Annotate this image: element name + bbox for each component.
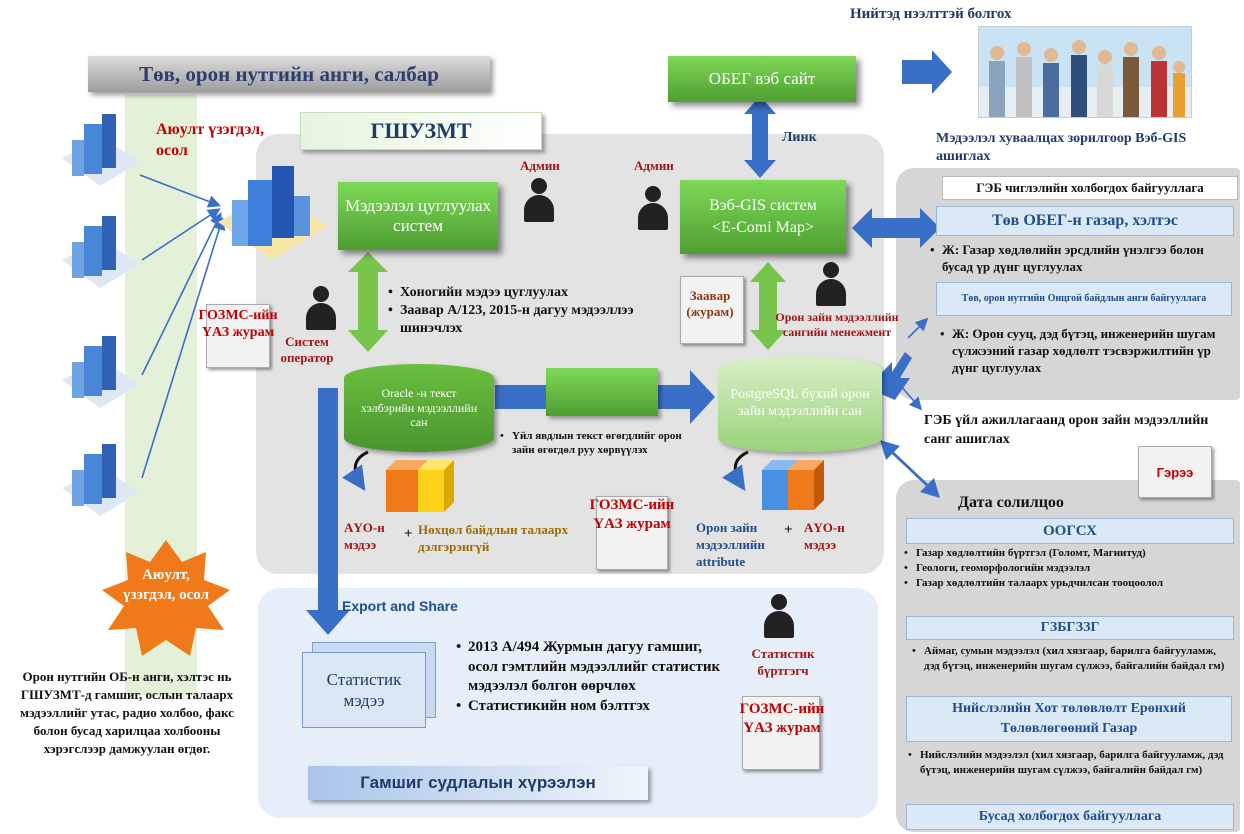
capital-bullet-item: Нийслэлийн мэдээлэл (хил хязгаар, барилг… — [908, 748, 1232, 778]
left-banner-text: Төв, орон нутгийн анги, салбар — [139, 61, 439, 86]
gis-org-title: ГЭБ чиглэлийн холбогдох байгууллага — [942, 176, 1238, 200]
ayo-news-1: АҮО-н мэдээ — [344, 520, 385, 552]
gshuzmt-title-text: ГШУЗМТ — [370, 118, 472, 143]
accident-label: Аюулт үзэгдэл, осол — [156, 121, 265, 159]
building-icon — [62, 110, 140, 186]
local-bullet-item: Ж: Орон сууц, дэд бүтэц, инженерийн шуга… — [940, 326, 1234, 377]
obeg-website-text: ОБЕГ вэб сайт — [708, 69, 816, 88]
central-bullet-item: Ж: Газар хөдлөлийн эрсдлийн үнэлгээ боло… — [930, 242, 1230, 276]
oogsx-bullet-item: Геологи, геоморфологийн мэдээлэл — [904, 561, 1234, 576]
cube-icon — [386, 460, 454, 512]
contract-text: Гэрээ — [1156, 464, 1194, 480]
central-bullets: Ж: Газар хөдлөлийн эрсдлийн үнэлгээ боло… — [930, 242, 1230, 276]
procedure-doc-icon — [742, 696, 820, 770]
cube-icon — [762, 460, 824, 510]
plus-sign-2: + — [784, 522, 793, 538]
collection-bullet-item: Хоногийн мэдээ цуглуулах — [388, 284, 638, 302]
building-icon — [62, 212, 140, 288]
gis-org-title-text: ГЭБ чиглэлийн холбогдох байгууллага — [976, 180, 1204, 195]
other-orgs-text: Бусад холбогдох байгууллага — [978, 809, 1162, 824]
procedure-doc-icon — [206, 304, 270, 368]
oogsx-bullet-item: Газар хөдлөлтийн бүртгэл (Голомт, Магнит… — [904, 546, 1234, 561]
conversion-green-box — [546, 368, 658, 416]
disaster-burst-text: Аюулт, үзэгдэл, осол — [122, 567, 210, 603]
bottom-left-description: Орон нутгийн ОБ-н анги, хэлтэс нь ГШУЗМТ… — [20, 669, 234, 756]
central-obeg-text: Төв ОБЕГ-н газар, хэлтэс — [992, 212, 1178, 229]
gis-activity-label: ГЭБ үйл ажиллагаанд орон зайн мэдээллийн… — [924, 413, 1209, 447]
contract-doc-icon: Гэрээ — [1138, 446, 1212, 498]
postgres-db-text: PostgreSQL бүхий орон зайн мэдээллийн са… — [730, 387, 870, 419]
burst-shape — [102, 540, 230, 656]
web-gis-share-label: Мэдээлэл хуваалцах зорилгоор Вэб-GIS аши… — [936, 131, 1187, 164]
conversion-text: Үйл явдлын текст өгөгдлийг орон зайн өгө… — [500, 430, 700, 458]
spatial-attribute: Орон зайн мэдээллийн attribute — [696, 520, 765, 569]
operator-person-icon — [306, 286, 336, 330]
gozms-procedure-1: ГОЗМС-ийн ҮАЗ журам — [198, 308, 278, 340]
admin-person-icon — [638, 186, 668, 230]
collection-system-text: Мэдээлэл цуглуулах систем — [344, 195, 492, 235]
local-units-title: Төв, орон нутгийн Онцгой байдлын анги ба… — [936, 282, 1232, 316]
admin-label-2: Админ — [634, 158, 674, 173]
local-bullets: Ж: Орон сууц, дэд бүтэц, инженерийн шуга… — [940, 326, 1234, 377]
capital-planning-title: Нийслэлийн Хот төлөвлөлт Ерөнхий Төлөвлө… — [906, 696, 1232, 742]
capital-planning-text: Нийслэлийн Хот төлөвлөлт Ерөнхий Төлөвлө… — [952, 701, 1186, 736]
collection-bullet-item: Заавар А/123, 2015-н дагуу мэдээллээ шин… — [388, 302, 638, 338]
people-photo — [978, 26, 1192, 118]
webgis-system-line1: Вэб-GIS систем — [709, 197, 817, 215]
gzbgzzg-title: ГЗБГЗЗГ — [906, 616, 1234, 640]
building-icon — [62, 440, 140, 516]
research-center-banner: Гамшиг судлалын хүрээлэн — [308, 766, 648, 800]
export-share-label: Export and Share — [342, 598, 458, 614]
gshuzmt-title: ГШУЗМТ — [300, 112, 542, 150]
ayo-news-2: АҮО-н мэдээ — [804, 520, 845, 552]
webgis-system-line2: <E-Comi Map> — [711, 219, 815, 236]
admin-label-1: Админ — [520, 158, 560, 173]
postgres-db-cylinder[interactable]: PostgreSQL бүхий орон зайн мэдээллийн са… — [718, 356, 882, 452]
situation-details: Нөхцөл байдлын талаарх дэлгэрэнгүй — [418, 522, 569, 554]
webgis-system-box[interactable]: Вэб-GIS систем <E-Comi Map> — [680, 180, 846, 254]
collection-bullets: Хоногийн мэдээ цуглуулах Заавар А/123, 2… — [388, 284, 638, 339]
oogsx-title: ООГСХ — [906, 518, 1234, 544]
system-operator-label: Систем оператор — [280, 334, 334, 366]
statistic-bullet-item: 2013 А/494 Журмын дагуу гамшиг, осол гэм… — [456, 638, 726, 697]
instruction-doc-icon — [680, 276, 744, 344]
conversion-bullets: Үйл явдлын текст өгөгдлийг орон зайн өгө… — [500, 430, 700, 458]
plus-sign-1: + — [404, 526, 413, 542]
statistic-doc-front[interactable]: Статистик мэдээ — [302, 652, 426, 728]
spatial-db-mgmt-label: Орон зайн мэдээллийн сангийн менежмент — [775, 310, 899, 339]
gozms-procedure-3: ГОЗМС-ийн ҮАЗ журам — [739, 701, 825, 736]
building-icon — [62, 332, 140, 408]
statistic-bullets: 2013 А/494 Журмын дагуу гамшиг, осол гэм… — [456, 638, 726, 716]
statistic-bullet-item: Статистикийн ном бэлтгэх — [456, 697, 726, 717]
admin-person-icon — [524, 178, 554, 222]
gozms-procedure-2: ГОЗМС-ийн ҮАЗ журам — [589, 497, 675, 532]
obeg-website-box[interactable]: ОБЕГ вэб сайт — [668, 56, 856, 102]
data-exchange-label: Дата солилцоо — [958, 494, 1064, 511]
other-orgs-title: Бусад холбогдох байгууллага — [906, 804, 1234, 830]
link-label: Линк — [782, 130, 817, 145]
statistic-registrar-label: Статистик бүртгэгч — [751, 646, 815, 678]
left-banner: Төв, орон нутгийн анги, салбар — [88, 56, 490, 92]
oogsx-text: ООГСХ — [1043, 522, 1097, 539]
oogsx-bullet-item: Газар хөдлөлтийн талаарх урьдчилсан тооц… — [904, 576, 1234, 591]
gzbgzzg-bullet-item: Аймаг, сумын мэдээлэл (хил хязгаар, бари… — [912, 644, 1232, 674]
procedure-doc-icon — [596, 496, 668, 570]
central-obeg-title: Төв ОБЕГ-н газар, хэлтэс — [936, 206, 1234, 236]
registrar-person-icon — [764, 594, 794, 638]
capital-bullets: Нийслэлийн мэдээлэл (хил хязгаар, барилг… — [908, 748, 1232, 778]
research-center-text: Гамшиг судлалын хүрээлэн — [360, 773, 596, 792]
oracle-db-text: Oracle -н текст хэлбэрийн мэдээллийн сан — [360, 386, 478, 430]
collection-system-box[interactable]: Мэдээлэл цуглуулах систем — [338, 182, 498, 250]
oracle-db-cylinder[interactable]: Oracle -н текст хэлбэрийн мэдээллийн сан — [344, 364, 494, 452]
gzbgzzg-text: ГЗБГЗЗГ — [1040, 620, 1100, 635]
db-manager-person-icon — [816, 262, 846, 306]
gzbgzzg-bullets: Аймаг, сумын мэдээлэл (хил хязгаар, бари… — [912, 644, 1232, 674]
local-units-text: Төв, орон нутгийн Онцгой байдлын анги ба… — [961, 293, 1207, 304]
public-open-header: Нийтэд нээлттэй болгох — [850, 6, 1012, 22]
instruction-label: Заавар (журам) — [686, 288, 734, 320]
oogsx-bullets: Газар хөдлөлтийн бүртгэл (Голомт, Магнит… — [904, 546, 1234, 591]
statistic-news-text: Статистик мэдээ — [326, 669, 402, 710]
main-building-icon — [218, 160, 328, 260]
